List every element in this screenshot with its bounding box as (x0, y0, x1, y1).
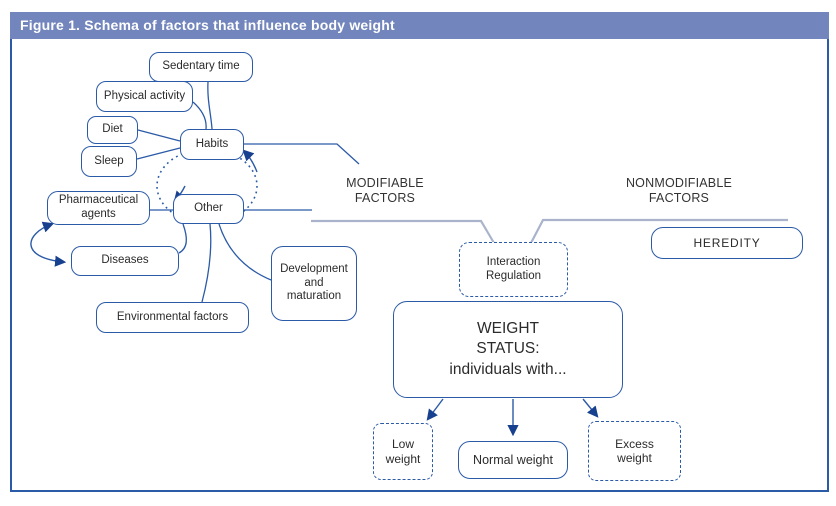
node-environmental-factors: Environmental factors (96, 302, 249, 333)
node-heredity: HEREDITY (651, 227, 803, 259)
node-habits: Habits (180, 129, 244, 160)
node-sedentary-time: Sedentary time (149, 52, 253, 82)
node-physical-activity: Physical activity (96, 81, 193, 112)
node-pharmaceutical-agents: Pharmaceutical agents (47, 191, 150, 225)
node-low-weight: Low weight (373, 423, 433, 480)
label-nonmodifiable-factors: NONMODIFIABLE FACTORS (625, 176, 733, 205)
node-diseases: Diseases (71, 246, 179, 276)
node-normal-weight: Normal weight (458, 441, 568, 479)
node-interaction-regulation: Interaction Regulation (459, 242, 568, 297)
label-modifiable-factors: MODIFIABLE FACTORS (346, 176, 424, 205)
figure-title-bar: Figure 1. Schema of factors that influen… (10, 12, 829, 39)
node-other: Other (173, 194, 244, 224)
node-development-maturation: Development and maturation (271, 246, 357, 321)
figure-title: Figure 1. Schema of factors that influen… (20, 17, 395, 33)
node-weight-status: WEIGHT STATUS: individuals with... (393, 301, 623, 398)
node-excess-weight: Excess weight (588, 421, 681, 481)
node-diet: Diet (87, 116, 138, 144)
node-sleep: Sleep (81, 146, 137, 177)
